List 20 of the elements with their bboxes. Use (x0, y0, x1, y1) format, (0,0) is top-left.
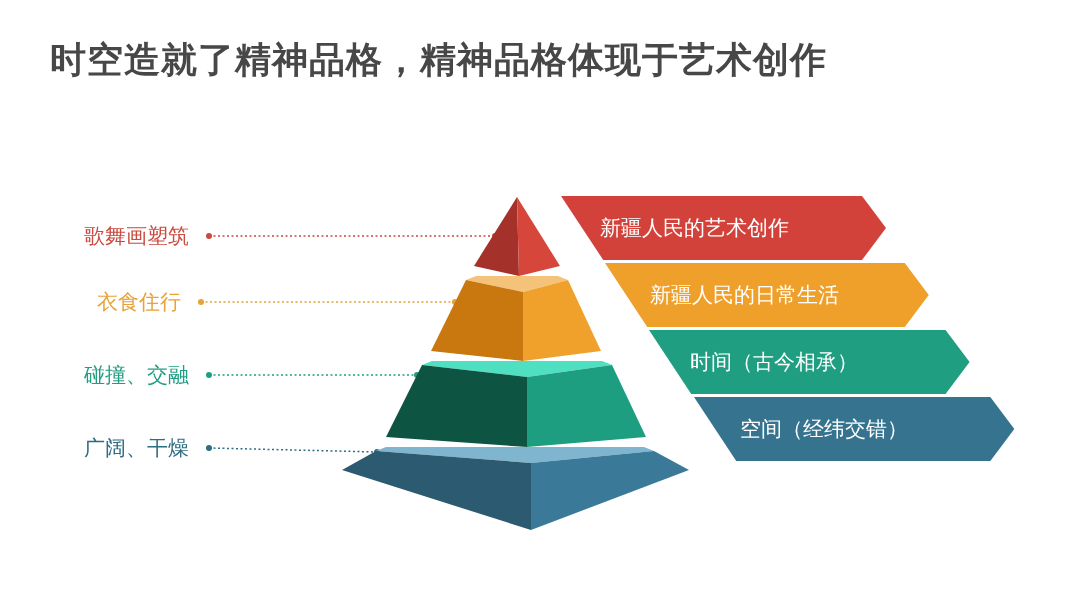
tier-label: 衣食住行 (97, 291, 181, 313)
banner-text: 新疆人民的艺术创作 (600, 217, 789, 239)
pyramid-tier (386, 361, 646, 447)
arrow-banner (649, 330, 970, 394)
slide-title: 时空造就了精神品格，精神品格体现于艺术创作 (50, 38, 827, 82)
leader-line (206, 445, 380, 455)
pyramid-tier (342, 447, 689, 530)
banner-text: 空间（经纬交错） (740, 418, 908, 440)
leader-line (206, 372, 420, 378)
tier-label: 碰撞、交融 (84, 364, 189, 386)
tier-label: 广阔、干燥 (84, 437, 189, 459)
leader-line (198, 299, 458, 305)
banner-text: 新疆人民的日常生活 (650, 284, 839, 306)
pyramid-tier (474, 197, 560, 276)
banner-text: 时间（古今相承） (690, 351, 858, 373)
arrow-banner (693, 397, 1014, 461)
arrow-banner (561, 196, 886, 260)
arrow-banner (605, 263, 929, 327)
tier-label: 歌舞画塑筑 (84, 225, 189, 247)
pyramid-tier (431, 276, 601, 361)
